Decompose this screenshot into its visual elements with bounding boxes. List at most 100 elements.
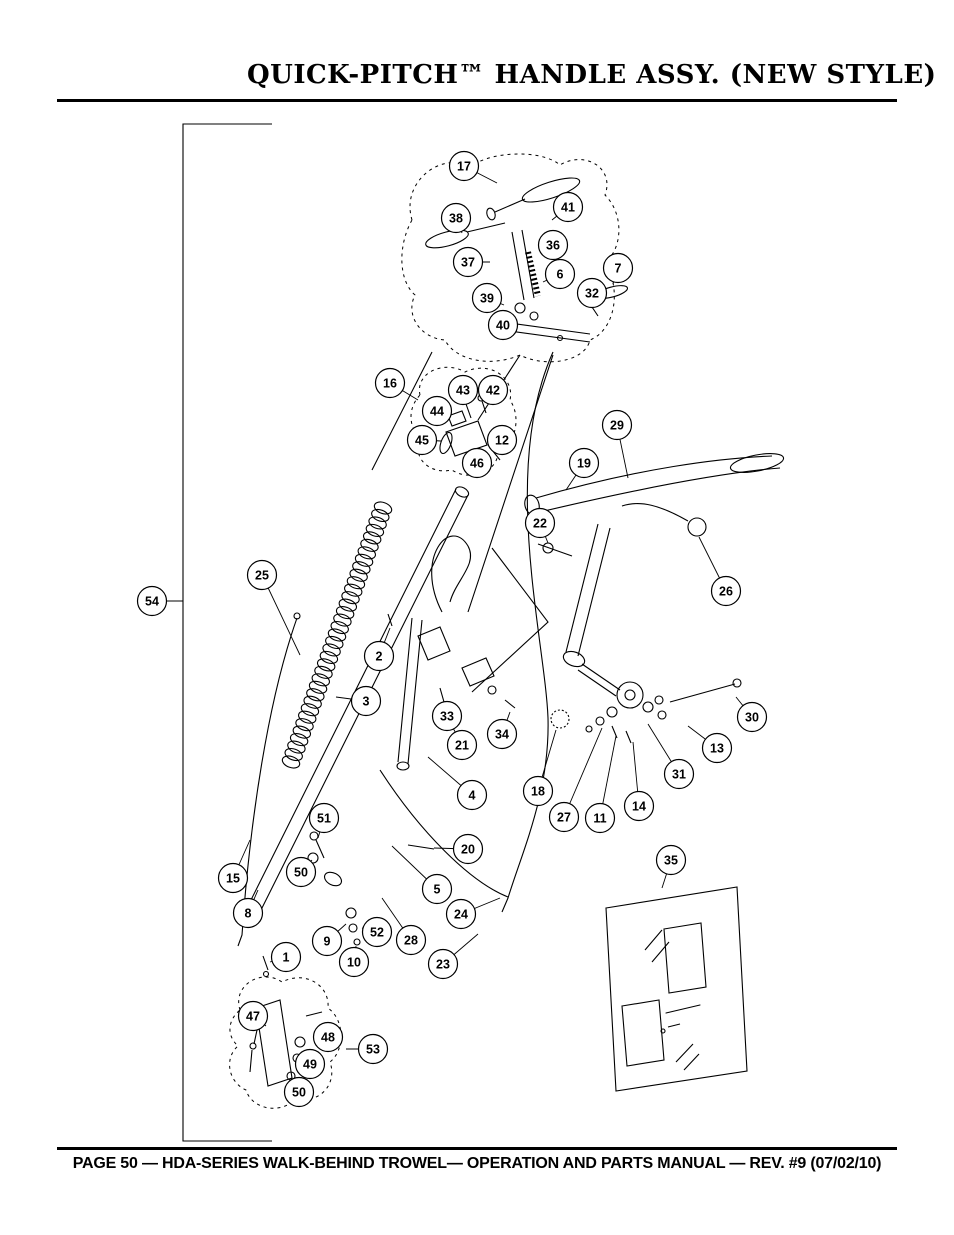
callout-balloon-47: [237, 1000, 269, 1032]
decal-sheet: [605, 886, 748, 1092]
callout-number-50: 50: [292, 1085, 306, 1099]
callout-number-31: 31: [672, 767, 686, 781]
callout-number-3: 3: [363, 694, 370, 708]
callout-balloon-31: [663, 758, 695, 790]
callout-number-48: 48: [321, 1030, 335, 1044]
callout-balloon-35: [655, 844, 687, 876]
cable-clamp: [537, 542, 573, 557]
callout-balloon-38: [440, 202, 472, 234]
callout-balloon-13: [701, 732, 733, 764]
callout-number-40: 40: [496, 318, 510, 332]
callout-number-21: 21: [455, 738, 469, 752]
callout-number-26: 26: [719, 584, 733, 598]
tilt-rod: [396, 617, 423, 771]
callout-balloon-27: [548, 801, 580, 833]
callout-number-43: 43: [456, 383, 470, 397]
callout-number-45: 45: [415, 433, 429, 447]
callout-balloon-6: [544, 258, 576, 290]
callout-number-23: 23: [436, 957, 450, 971]
callout-number-39: 39: [480, 291, 494, 305]
callout-number-24: 24: [454, 907, 468, 921]
pointer-lines: [371, 351, 554, 693]
callout-balloon-34: [486, 718, 518, 750]
callout-number-34: 34: [495, 727, 509, 741]
callout-balloon-23: [427, 948, 459, 980]
callout-number-9: 9: [324, 934, 331, 948]
page-title: QUICK-PITCH™ HANDLE ASSY. (NEW STYLE): [247, 60, 937, 90]
callout-number-19: 19: [577, 456, 591, 470]
callout-number-28: 28: [404, 933, 418, 947]
callout-number-25: 25: [255, 568, 269, 582]
callout-number-30: 30: [745, 710, 759, 724]
callout-balloon-48: [312, 1021, 344, 1053]
callout-balloon-52: [361, 916, 393, 948]
callout-balloon-36: [537, 229, 569, 261]
callout-balloon-3: [350, 685, 382, 717]
callout-number-12: 12: [495, 433, 509, 447]
callout-number-22: 22: [533, 516, 547, 530]
callout-balloon-20: [452, 833, 484, 865]
callout-balloon-53: [357, 1033, 389, 1065]
callout-number-5: 5: [434, 882, 441, 896]
pivot-gearbox: [550, 678, 742, 744]
callout-number-6: 6: [557, 267, 564, 281]
callout-balloon-45: [406, 424, 438, 456]
callout-balloon-50: [283, 1076, 315, 1108]
callout-balloon-44: [421, 395, 453, 427]
footer-text: PAGE 50 — HDA-SERIES WALK-BEHIND TROWEL—…: [72, 1155, 882, 1172]
callout-balloon-40: [487, 309, 519, 341]
callout-number-4: 4: [469, 788, 476, 802]
callout-balloon-2: [363, 640, 395, 672]
callout-balloon-22: [524, 507, 556, 539]
callout-balloon-28: [395, 924, 427, 956]
callout-balloon-43: [447, 374, 479, 406]
callout-balloon-9: [311, 925, 343, 957]
callout-balloon-1: [270, 941, 302, 973]
callout-balloon-21: [446, 729, 478, 761]
callout-number-10: 10: [347, 955, 361, 969]
footer-rule: [57, 1147, 897, 1150]
callout-number-38: 38: [449, 211, 463, 225]
callout-number-47: 47: [246, 1009, 260, 1023]
callout-balloon-37: [452, 246, 484, 278]
callout-number-20: 20: [461, 842, 475, 856]
callout-balloon-7: [602, 252, 634, 284]
callout-number-16: 16: [383, 376, 397, 390]
callout-number-37: 37: [461, 255, 475, 269]
callout-number-32: 32: [585, 286, 599, 300]
callout-balloon-33: [431, 700, 463, 732]
callout-number-33: 33: [440, 709, 454, 723]
callout-balloon-39: [471, 282, 503, 314]
spring-guide-rod: [237, 612, 301, 947]
callout-number-17: 17: [457, 159, 471, 173]
callout-balloon-25: [246, 559, 278, 591]
callout-balloon-54: [136, 585, 168, 617]
latch-plates: [387, 613, 516, 709]
callout-balloon-8: [232, 897, 264, 929]
callout-balloon-41: [552, 191, 584, 223]
callout-number-53: 53: [366, 1042, 380, 1056]
callout-number-41: 41: [561, 200, 575, 214]
callout-number-46: 46: [470, 456, 484, 470]
callout-balloon-16: [374, 367, 406, 399]
callout-balloon-49: [294, 1048, 326, 1080]
callout-balloon-12: [486, 424, 518, 456]
callout-balloon-14: [623, 790, 655, 822]
callout-balloon-11: [584, 802, 616, 834]
callout-balloon-46: [461, 447, 493, 479]
callout-balloon-4: [456, 779, 488, 811]
callout-number-15: 15: [226, 871, 240, 885]
callout-number-51: 51: [317, 811, 331, 825]
callout-balloon-26: [710, 575, 742, 607]
callout-balloon-17: [448, 150, 480, 182]
callout-number-29: 29: [610, 418, 624, 432]
callout-number-11: 11: [593, 811, 606, 825]
header-rule: [57, 99, 897, 102]
callout-number-49: 49: [303, 1057, 317, 1071]
callout-number-36: 36: [546, 238, 560, 252]
upper-assembly-outline: [401, 153, 620, 363]
callout-balloon-10: [338, 946, 370, 978]
